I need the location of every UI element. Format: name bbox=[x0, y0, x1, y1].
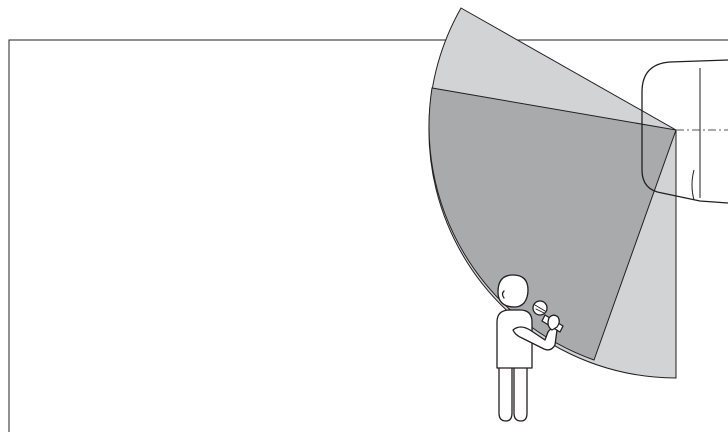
person-hand bbox=[547, 314, 560, 331]
device-seam bbox=[691, 169, 695, 201]
person-with-microphone bbox=[496, 274, 564, 422]
pickup-zone-core bbox=[428, 87, 677, 361]
person-leg-right bbox=[513, 365, 528, 422]
device-housing bbox=[641, 59, 728, 204]
microphone-grille bbox=[534, 304, 546, 314]
person-head bbox=[497, 274, 529, 308]
person-leg-left bbox=[498, 365, 513, 422]
ceiling-device bbox=[641, 59, 728, 204]
person-ear bbox=[501, 290, 505, 299]
person-torso bbox=[496, 309, 533, 369]
